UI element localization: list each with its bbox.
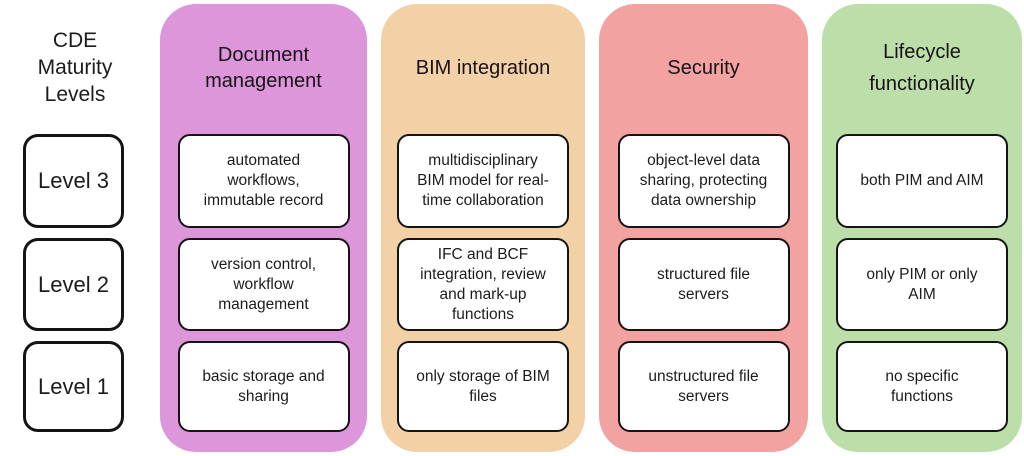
cell-bim-integration-level-2: IFC and BCF integration, review and mark… bbox=[397, 238, 569, 331]
cell-bim-integration-level-3: multidisciplinary BIM model for real-tim… bbox=[397, 134, 569, 228]
level-1-box: Level 1 bbox=[23, 341, 124, 432]
cell-security-level-3: object-level data sharing, protecting da… bbox=[617, 134, 790, 228]
column-title: Security bbox=[667, 57, 740, 79]
level-3-box: Level 3 bbox=[23, 134, 124, 228]
level-2-box: Level 2 bbox=[23, 238, 124, 331]
column-lifecycle-functionality: Lifecycle functionality both PIM and AIM… bbox=[822, 4, 1022, 452]
cell-lifecycle-functionality-level-2: only PIM or only AIM bbox=[836, 238, 1008, 331]
cell-lifecycle-functionality-level-1: no specific functions bbox=[836, 341, 1008, 432]
cell-document-management-level-1: basic storage and sharing bbox=[177, 341, 350, 432]
column-bim-integration: BIM integration multidisciplinary BIM mo… bbox=[381, 4, 585, 452]
cell-document-management-level-3: automated workflows, immutable record bbox=[177, 134, 350, 228]
column-title: Document management bbox=[205, 44, 322, 92]
column-document-management: Document management automated workflows,… bbox=[160, 4, 367, 452]
cell-bim-integration-level-1: only storage of BIM files bbox=[397, 341, 569, 432]
cell-security-level-1: unstructured file servers bbox=[617, 341, 790, 432]
diagram-title: CDE Maturity Levels bbox=[37, 29, 113, 106]
cell-document-management-level-2: version control, workflow management bbox=[177, 238, 350, 331]
column-title: BIM integration bbox=[415, 57, 551, 79]
cell-security-level-2: structured file servers bbox=[617, 238, 790, 331]
column-security: Security object-level data sharing, prot… bbox=[599, 4, 808, 452]
cell-lifecycle-functionality-level-3: both PIM and AIM bbox=[836, 134, 1008, 228]
column-title: Lifecycle functionality bbox=[869, 41, 975, 95]
maturity-levels-axis: CDE Maturity Levels Level 3 Level 2 Leve… bbox=[0, 0, 150, 456]
